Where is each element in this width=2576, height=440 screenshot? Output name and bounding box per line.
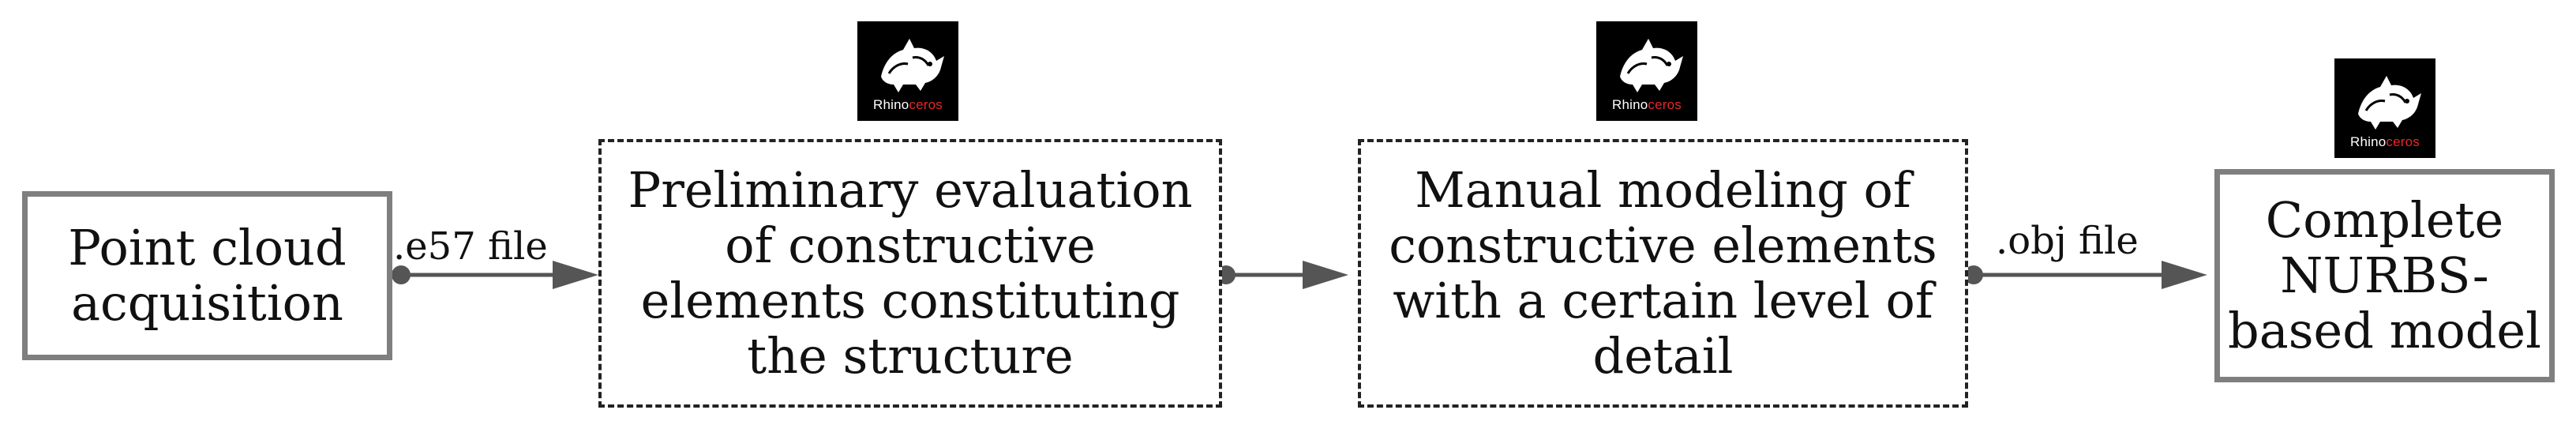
rhinoceros-logo: Rhinoceros xyxy=(1596,21,1697,121)
node-text-line: NURBS- xyxy=(2280,246,2489,304)
arrowhead xyxy=(2162,261,2207,289)
node-text-line: with a certain level of xyxy=(1393,272,1933,329)
node-text-line: elements constituting xyxy=(640,272,1180,329)
logo-label: Rhinoceros xyxy=(2334,134,2435,150)
arrowhead xyxy=(553,261,598,289)
node-complete-nurbs-model: Complete NURBS- based model xyxy=(2214,169,2555,382)
node-manual-modeling: Manual modeling of constructive elements… xyxy=(1358,139,1968,408)
node-preliminary-evaluation: Preliminary evaluation of constructive e… xyxy=(598,139,1222,408)
node-text-line: of constructive xyxy=(725,216,1096,274)
logo-label-red: ceros xyxy=(1648,97,1682,112)
rhino-icon xyxy=(2358,76,2421,130)
edge-preliminary-to-manual xyxy=(1217,261,1348,289)
arrowhead xyxy=(1303,261,1348,289)
logo-label-white: Rhino xyxy=(1612,97,1648,112)
node-text-line: Manual modeling of xyxy=(1415,160,1911,219)
node-text-line: based model xyxy=(2228,302,2541,360)
edge-point-cloud-to-preliminary xyxy=(392,261,598,289)
node-point-cloud-acquisition: Point cloud acquisition xyxy=(22,191,392,360)
rhino-icon xyxy=(881,39,944,92)
node-text-line: Complete xyxy=(2265,190,2504,249)
logo-label-white: Rhino xyxy=(2350,134,2387,149)
edge-label-obj: .obj file xyxy=(1996,219,2139,263)
node-text-line: Point cloud xyxy=(68,218,347,276)
logo-label: Rhinoceros xyxy=(857,97,958,113)
rhinoceros-logo: Rhinoceros xyxy=(2334,58,2435,158)
node-text-line: acquisition xyxy=(71,274,343,332)
logo-label-red: ceros xyxy=(2386,134,2420,149)
edge-label-e57: .e57 file xyxy=(393,224,548,269)
node-text-line: Preliminary evaluation xyxy=(628,160,1193,219)
edge-manual-to-complete xyxy=(1964,261,2207,289)
logo-label: Rhinoceros xyxy=(1596,97,1697,113)
logo-label-white: Rhino xyxy=(873,97,909,112)
node-text-line: the structure xyxy=(747,327,1074,385)
rhinoceros-logo: Rhinoceros xyxy=(857,21,958,121)
node-text-line: detail xyxy=(1592,327,1734,385)
node-text-line: constructive elements xyxy=(1389,216,1937,274)
rhino-icon xyxy=(1620,39,1683,92)
logo-label-red: ceros xyxy=(909,97,943,112)
